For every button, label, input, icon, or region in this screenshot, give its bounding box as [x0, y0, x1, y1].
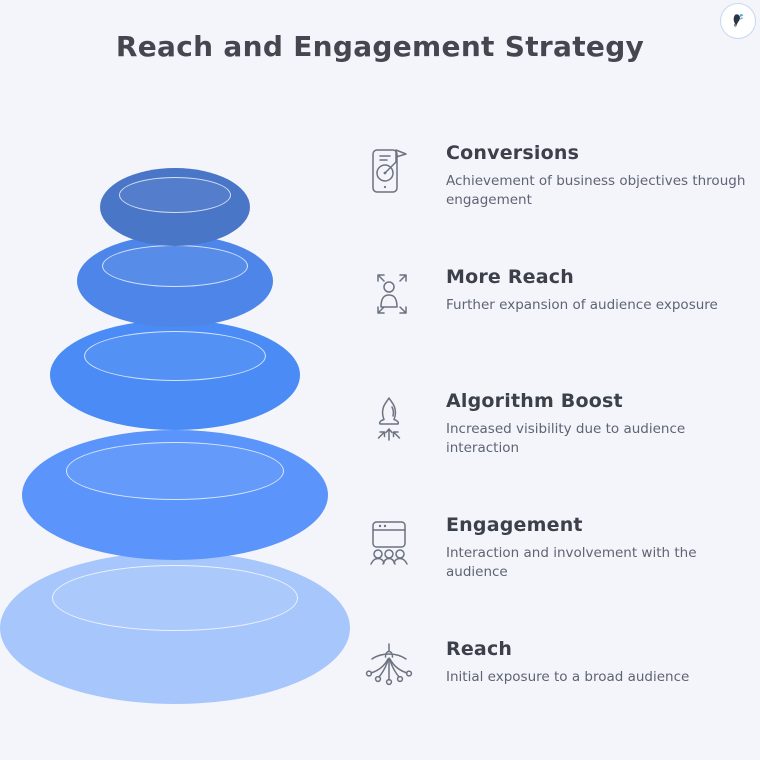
list-item-title: Engagement: [446, 514, 583, 536]
brand-logo-icon: [733, 14, 744, 28]
list-item-description: Interaction and involvement with the aud…: [446, 544, 697, 580]
list-item-reach[interactable]: Reach Initial exposure to a broad audien…: [360, 638, 760, 688]
funnel-stone-stack: [0, 150, 350, 730]
funnel-stone-ring: [102, 245, 248, 287]
page-title: Reach and Engagement Strategy: [115, 30, 645, 63]
mobile-target-flag-icon: [360, 142, 418, 198]
list-item-algorithm-boost[interactable]: Algorithm Boost Increased visibility due…: [360, 390, 760, 458]
funnel-stone-reach[interactable]: [0, 552, 350, 704]
broadcast-network-icon: [360, 638, 418, 688]
person-expand-arrows-icon: [360, 266, 418, 318]
rocket-up-arrows-icon: [360, 390, 418, 444]
funnel-stone-algorithm-boost[interactable]: [50, 320, 300, 430]
list-item-text: More Reach Further expansion of audience…: [418, 266, 718, 315]
list-item-more-reach[interactable]: More Reach Further expansion of audience…: [360, 266, 760, 318]
list-item-text: Conversions Achievement of business obje…: [418, 142, 754, 210]
list-item-text: Reach Initial exposure to a broad audien…: [418, 638, 689, 687]
list-item-text: Engagement Interaction and involvement w…: [418, 514, 754, 582]
funnel-stone-engagement[interactable]: [22, 430, 328, 560]
list-item-description: Initial exposure to a broad audience: [446, 668, 690, 685]
funnel-stone-ring: [84, 331, 266, 381]
list-item-text: Algorithm Boost Increased visibility due…: [418, 390, 754, 458]
list-item-description: Increased visibility due to audience int…: [446, 420, 686, 456]
funnel-stone-ring: [119, 177, 231, 213]
funnel-stone-ring: [66, 442, 284, 500]
list-item-title: More Reach: [446, 266, 574, 288]
list-item-title: Algorithm Boost: [446, 390, 623, 412]
funnel-stone-ring: [52, 565, 298, 631]
list-item-title: Conversions: [446, 142, 580, 164]
funnel-stone-more-reach[interactable]: [77, 235, 273, 327]
brand-logo-badge[interactable]: [720, 3, 756, 39]
list-item-conversions[interactable]: Conversions Achievement of business obje…: [360, 142, 760, 210]
list-item-title: Reach: [446, 638, 513, 660]
browser-people-icon: [360, 514, 418, 568]
list-item-description: Achievement of business objectives throu…: [446, 172, 746, 208]
list-item-engagement[interactable]: Engagement Interaction and involvement w…: [360, 514, 760, 582]
list-item-description: Further expansion of audience exposure: [446, 296, 718, 313]
funnel-stone-conversions[interactable]: [100, 168, 250, 246]
